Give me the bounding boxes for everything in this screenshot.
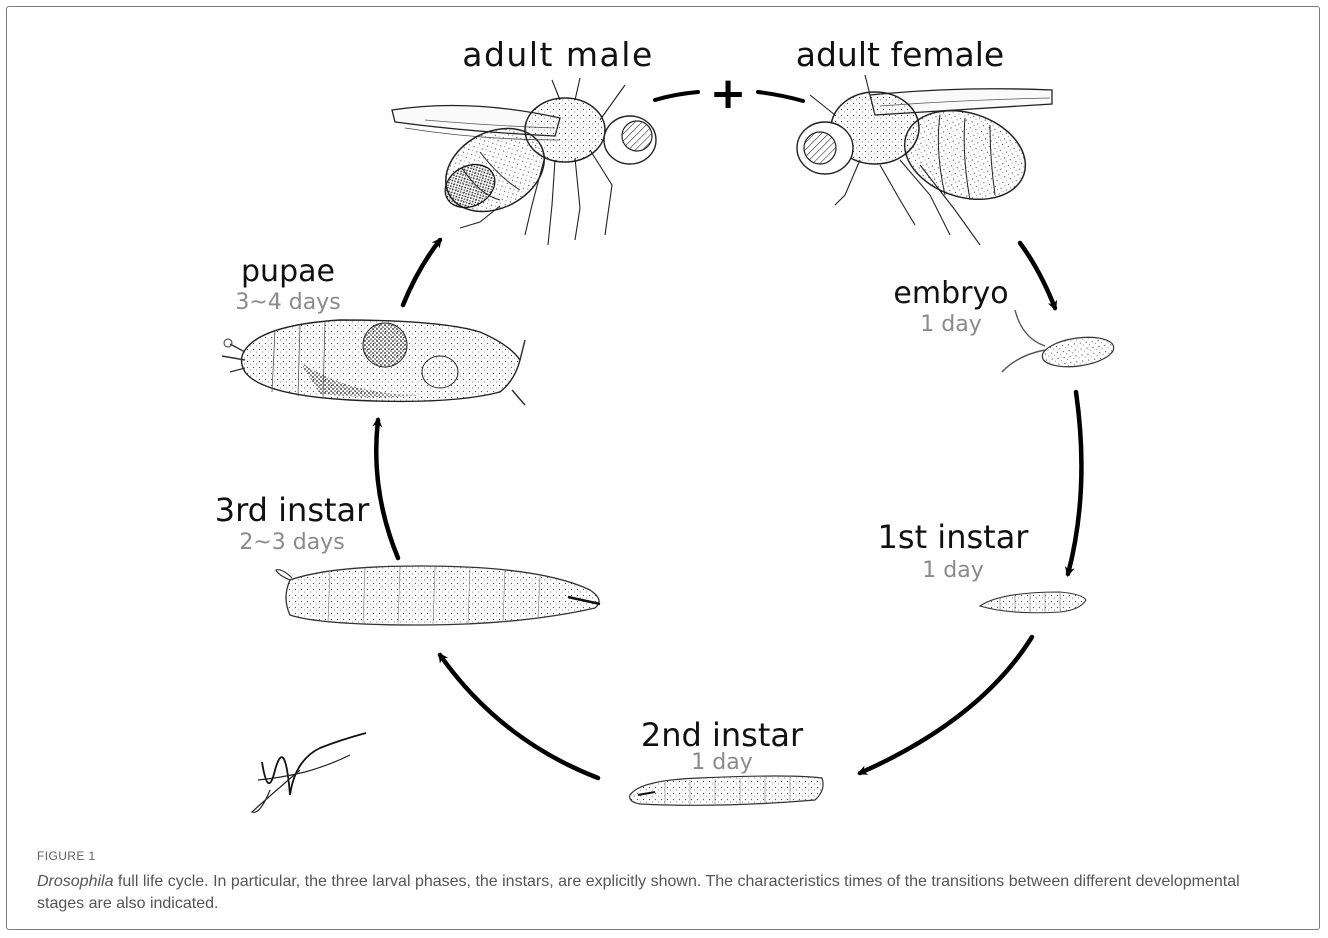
arrow-second-to-third-instar — [440, 655, 598, 778]
caption-body: full life cycle. In particular, the thre… — [37, 873, 1240, 912]
duration-second-instar: 1 day — [691, 750, 752, 775]
label-adult-male: adult male — [462, 35, 654, 74]
second-instar-illustration — [630, 776, 823, 805]
label-embryo: embryo — [893, 276, 1008, 311]
duration-third-instar: 2~3 days — [239, 530, 344, 555]
arrow-pupa-to-male — [403, 240, 440, 305]
figure-label: FIGURE 1 — [37, 849, 96, 863]
arrow-third-instar-to-pupa — [376, 420, 398, 558]
mating-plus-symbol: + — [710, 68, 747, 119]
adult-female-illustration — [797, 75, 1052, 245]
adult-male-illustration — [392, 78, 656, 245]
artist-signature — [252, 733, 366, 812]
figure-caption: Drosophila full life cycle. In particula… — [37, 871, 1287, 915]
embryo-illustration — [1002, 310, 1116, 372]
duration-embryo: 1 day — [920, 312, 981, 337]
first-instar-illustration — [980, 592, 1086, 613]
label-first-instar: 1st instar — [878, 518, 1030, 556]
arrow-first-to-second-instar — [860, 637, 1032, 773]
label-second-instar: 2nd instar — [641, 716, 804, 754]
arrow-female-to-embryo — [1020, 243, 1055, 308]
duration-first-instar: 1 day — [922, 558, 983, 583]
arrow-embryo-to-first-instar — [1068, 392, 1081, 574]
caption-genus: Drosophila — [37, 873, 113, 890]
pupa-illustration — [222, 320, 525, 405]
duration-pupae: 3~4 days — [235, 290, 340, 315]
label-adult-female: adult female — [796, 35, 1004, 74]
label-pupae: pupae — [241, 254, 335, 289]
label-third-instar: 3rd instar — [215, 491, 370, 529]
third-instar-illustration — [276, 566, 600, 625]
